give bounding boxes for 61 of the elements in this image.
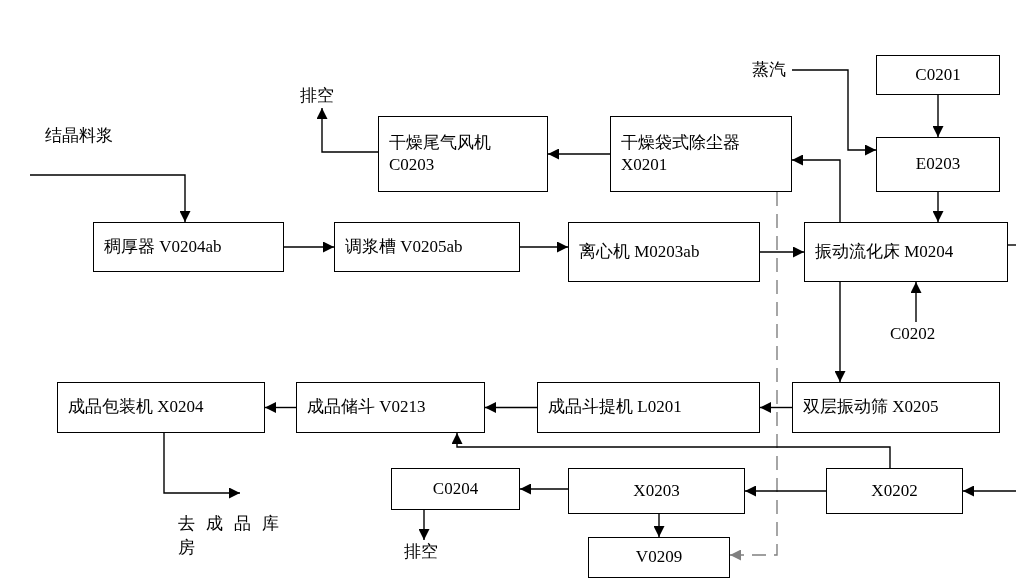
flow-arrow [759, 402, 793, 413]
equipment-box [588, 537, 730, 578]
equipment-label: 成品储斗 V0213 [307, 396, 426, 419]
equipment-label: 干燥尾气风机 C0203 [389, 131, 492, 176]
flow-arrow [653, 513, 665, 538]
equipment-label: X0202 [871, 479, 918, 502]
flow-arrow [910, 281, 922, 323]
flow-arrow [163, 432, 241, 499]
equipment-label: V0209 [635, 546, 683, 569]
equipment-label: 振动流化床 M0204 [815, 240, 954, 263]
stream-label: C0202 [890, 322, 942, 346]
equipment-box [826, 468, 963, 514]
equipment-label: C0204 [432, 477, 479, 500]
equipment-box [568, 222, 760, 282]
flow-arrow [484, 402, 538, 413]
equipment-label: 成品斗提机 L0201 [548, 396, 682, 419]
equipment-label: 调浆槽 V0205ab [345, 235, 463, 258]
flow-arrow [791, 69, 877, 156]
equipment-label: 干燥袋式除尘器 X0201 [621, 131, 741, 176]
flow-arrow [283, 241, 335, 253]
flow-arrow [418, 509, 430, 541]
flow-arrow [932, 191, 944, 223]
stream-label: 排空 [300, 84, 340, 108]
flow-arrow [729, 191, 778, 561]
equipment-label: 离心机 M0203ab [579, 240, 700, 263]
equipment-box [57, 382, 265, 433]
equipment-box [568, 468, 745, 514]
equipment-label: 双层振动筛 X0205 [803, 396, 939, 419]
flow-arrow [744, 485, 827, 497]
flow-arrow [519, 483, 569, 495]
flow-arrow [29, 174, 191, 223]
equipment-box [792, 382, 1000, 433]
equipment-box [378, 116, 548, 192]
equipment-box [537, 382, 760, 433]
equipment-label: X0203 [633, 479, 680, 502]
equipment-label: C0201 [915, 63, 961, 86]
equipment-box [391, 468, 520, 510]
stream-label: 去成品库房 [178, 512, 292, 560]
equipment-box [610, 116, 792, 192]
flow-arrow [791, 154, 841, 223]
equipment-box [334, 222, 520, 272]
flow-arrow [759, 246, 805, 258]
flow-arrow [547, 148, 611, 160]
flow-arrow [962, 485, 1016, 497]
equipment-box [876, 137, 1000, 192]
equipment-label: 稠厚器 V0204ab [104, 235, 222, 258]
flow-arrow [264, 402, 297, 413]
equipment-box [804, 222, 1008, 282]
equipment-box [93, 222, 284, 272]
equipment-label: E0203 [915, 153, 961, 176]
flow-arrow [932, 94, 944, 138]
equipment-box [876, 55, 1000, 95]
stream-label: 排空 [404, 540, 444, 564]
equipment-box [296, 382, 485, 433]
equipment-label: 成品包装机 X0204 [68, 396, 204, 419]
flow-arrow [316, 107, 379, 153]
flow-arrow [834, 281, 846, 383]
flow-arrow [519, 241, 569, 253]
flow-arrow [451, 432, 891, 469]
stream-label: 结晶料浆 [45, 124, 117, 148]
stream-label: 蒸汽 [752, 58, 792, 82]
